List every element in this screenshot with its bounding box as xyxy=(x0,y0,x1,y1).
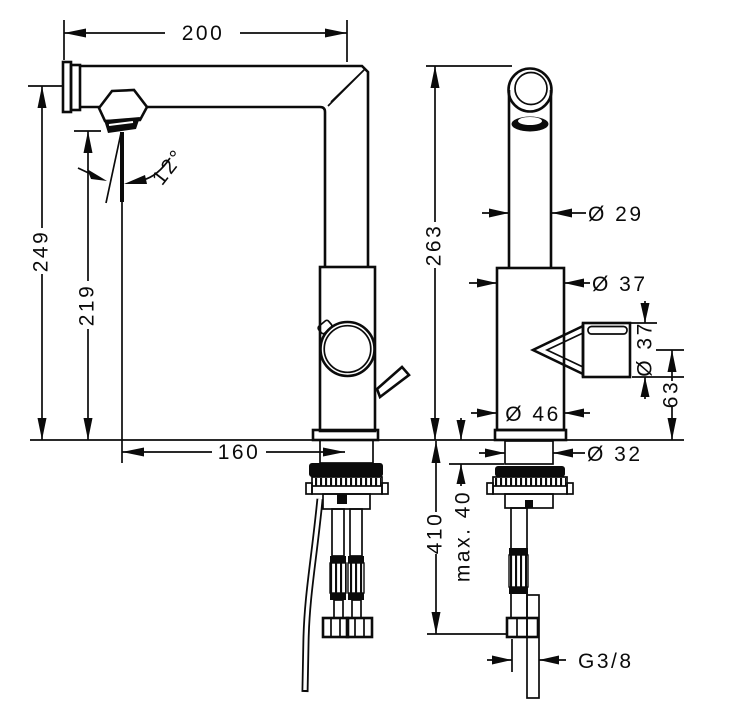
dim-handle-diameter-value: Ø 37 xyxy=(634,321,657,377)
valve-block-stem xyxy=(337,494,347,504)
chevron-joint-inner xyxy=(545,332,584,368)
dim-hose-length-value: 410 xyxy=(424,512,447,555)
side-handle-grip xyxy=(587,325,628,335)
dim-spout-reach-value: 200 xyxy=(182,22,225,45)
nut-ear-left xyxy=(305,482,313,495)
dim-handle-center-height: 63 xyxy=(656,349,684,440)
tube-braid-band-bottom xyxy=(509,587,528,594)
mounting-nut-front-knurl xyxy=(494,478,566,486)
handle-lever xyxy=(375,365,411,400)
side-view xyxy=(61,60,411,693)
dim-base-diameter-value: Ø 46 xyxy=(505,403,561,426)
dim-outlet-height: 219 xyxy=(74,130,101,440)
hose-hex-fitting-faces xyxy=(516,618,528,637)
dim-shank-diameter: Ø 32 xyxy=(479,443,643,466)
dim-spout-top-height-value: 263 xyxy=(423,224,446,267)
tube-braid-band-top xyxy=(509,548,528,555)
supply-hose-curved-core xyxy=(303,498,322,691)
base-flange-front xyxy=(493,428,568,442)
dim-hose-length: 410 xyxy=(424,441,508,635)
hose-hex-fitting xyxy=(505,616,540,639)
valve-block-front-notch xyxy=(525,500,533,508)
lower-hose-front xyxy=(526,594,540,699)
hose-braid-left-band-top xyxy=(330,556,346,563)
hose-neck-right xyxy=(351,599,362,619)
nut-front-ear-left xyxy=(486,482,494,495)
spout-top-circle-inner xyxy=(514,71,548,106)
dimensions: 200 249 219 12° xyxy=(28,20,684,673)
dim-spout-reach: 200 xyxy=(63,20,348,62)
dim-connection-thread: G3/8 xyxy=(487,639,634,673)
dim-max-deck-thickness: max. 40 xyxy=(449,418,504,582)
dim-connection-thread-value: G3/8 xyxy=(578,650,634,673)
nut-front-ear-right xyxy=(566,482,574,495)
side-handle xyxy=(581,321,632,379)
aerator-head xyxy=(97,88,149,123)
chevron-joint-outer xyxy=(529,324,584,376)
spout-corner-mitre xyxy=(327,68,366,107)
hex-fitting-right-faces xyxy=(354,618,365,637)
dim-outlet-height-value: 219 xyxy=(76,284,99,327)
spout-column-sides xyxy=(507,90,553,268)
control-dial-outer xyxy=(319,320,376,378)
hose-braid-left xyxy=(329,562,347,594)
nut-ear-right xyxy=(381,482,389,495)
aerator-outlet-highlight xyxy=(518,117,542,125)
hose-braid-right-band-bottom xyxy=(348,593,364,600)
dim-spout-diameter-value: Ø 29 xyxy=(588,203,644,226)
deck-shank-front xyxy=(504,440,554,465)
dim-spout-top-height: 263 xyxy=(423,65,512,440)
hose-tube-left xyxy=(331,508,345,557)
dim-spout-diameter: Ø 29 xyxy=(482,203,644,226)
dim-total-height-value: 249 xyxy=(30,230,53,273)
base-gasket-front xyxy=(495,466,565,477)
hose-braid-left-band-bottom xyxy=(330,593,346,600)
dim-outlet-offset: 160 xyxy=(122,441,345,464)
dim-outlet-angle-value: 12° xyxy=(148,144,190,189)
hose-braid-right xyxy=(347,562,365,594)
dim-body-diameter: Ø 37 xyxy=(469,273,648,296)
dial-index-nub xyxy=(317,319,333,335)
dim-handle-center-height-value: 63 xyxy=(660,380,683,408)
dim-total-height: 249 xyxy=(28,85,62,440)
tube-braid xyxy=(508,554,529,588)
aerator-face xyxy=(104,117,140,133)
dim-body-diameter-value: Ø 37 xyxy=(592,273,648,296)
aerator-face-highlight xyxy=(108,121,134,126)
hose-neck-left xyxy=(333,599,344,619)
front-view xyxy=(486,67,632,699)
base-gasket-side xyxy=(309,463,383,477)
dim-shank-diameter-value: Ø 32 xyxy=(587,443,643,466)
hex-fitting-left-faces xyxy=(330,618,341,637)
faucet-body-side xyxy=(318,265,377,433)
dim-outlet-offset-value: 160 xyxy=(218,441,261,464)
control-dial-inner xyxy=(323,324,372,374)
mounting-nut-knurl xyxy=(313,478,381,486)
dim-handle-diameter: Ø 37 xyxy=(630,301,684,399)
angled-stream-line xyxy=(105,132,122,204)
hex-fitting-right xyxy=(345,616,374,639)
dim-base-diameter: Ø 46 xyxy=(471,403,590,426)
hose-tube-right xyxy=(349,508,363,557)
dim-max-deck-thickness-value: max. 40 xyxy=(452,490,475,582)
spout-end-cap-inner xyxy=(69,63,82,112)
hex-fitting-left xyxy=(321,616,350,639)
hose-braid-right-band-top xyxy=(348,556,364,563)
